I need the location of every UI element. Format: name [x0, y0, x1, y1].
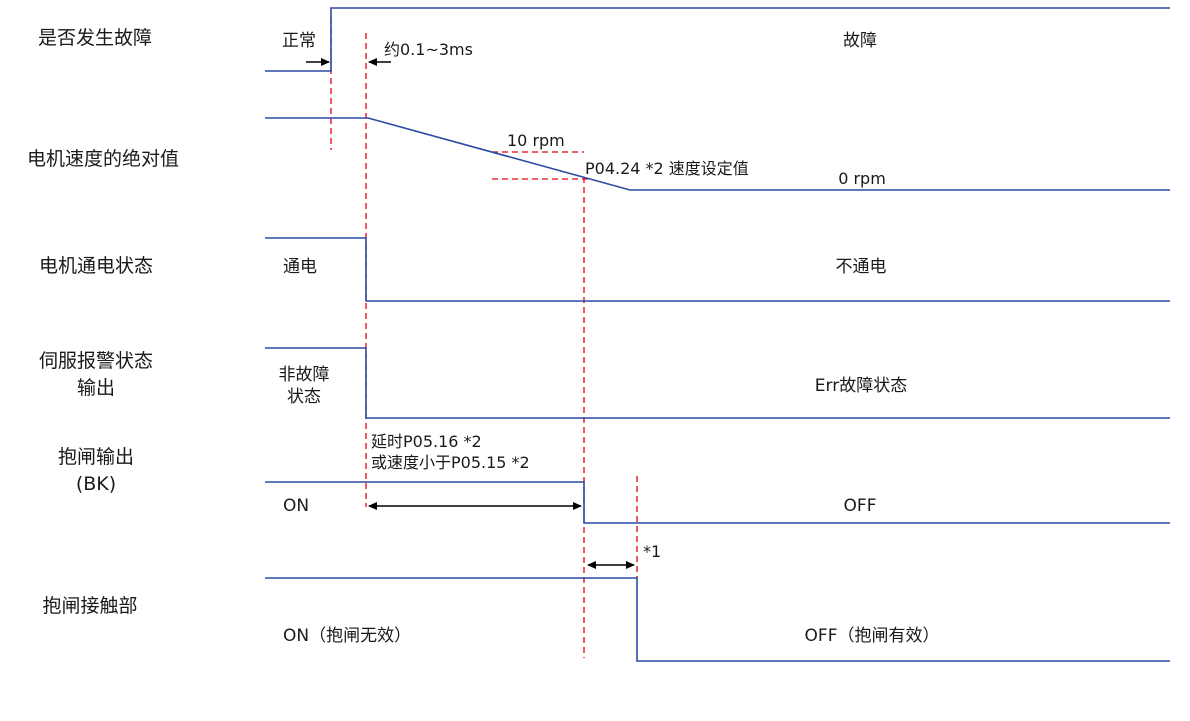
- brake-contact-state-on: ON（抱闸无效）: [283, 626, 411, 646]
- row-label-brake-contact: 抱闸接触部: [42, 595, 137, 617]
- row-label-fault: 是否发生故障: [38, 27, 152, 49]
- row-label-brake-output-line1: 抱闸输出: [58, 446, 134, 468]
- brake-footnote: *1: [643, 542, 661, 561]
- power-state-off: 不通电: [836, 257, 887, 277]
- power-waveform: [265, 237, 1170, 302]
- brake-output-waveform: [265, 481, 1170, 524]
- alarm-state-err: Err故障状态: [815, 376, 907, 396]
- row-label-speed: 电机速度的绝对值: [27, 148, 179, 170]
- fault-state-fault: 故障: [843, 31, 877, 51]
- brake-contact-state-off: OFF（抱闸有效）: [805, 626, 940, 646]
- row-label-alarm-line2: 输出: [77, 377, 115, 399]
- row-label-alarm-line1: 伺服报警状态: [39, 350, 153, 372]
- alarm-waveform: [265, 347, 1170, 419]
- brake-output-state-off: OFF: [844, 496, 877, 516]
- fault-state-normal: 正常: [282, 31, 316, 51]
- fault-waveform: [265, 7, 1170, 72]
- brake-contact-waveform: [265, 577, 1170, 662]
- speed-waveform: [265, 117, 1170, 191]
- speed-threshold-setting: P04.24 *2 速度设定值: [585, 159, 749, 178]
- speed-threshold-10rpm: 10 rpm: [507, 131, 565, 150]
- row-label-power: 电机通电状态: [39, 255, 153, 277]
- brake-condition-line2: 或速度小于P05.15 *2: [371, 453, 530, 472]
- speed-state-0rpm: 0 rpm: [838, 169, 886, 188]
- alarm-state-normal-line2: 状态: [287, 387, 321, 407]
- fault-delay-note: 约0.1~3ms: [384, 40, 473, 59]
- row-label-brake-output-line2: (BK): [76, 473, 116, 495]
- alarm-state-normal-line1: 非故障: [279, 365, 330, 385]
- power-state-on: 通电: [283, 257, 317, 277]
- brake-condition-line1: 延时P05.16 *2: [371, 432, 482, 451]
- brake-output-state-on: ON: [283, 496, 309, 516]
